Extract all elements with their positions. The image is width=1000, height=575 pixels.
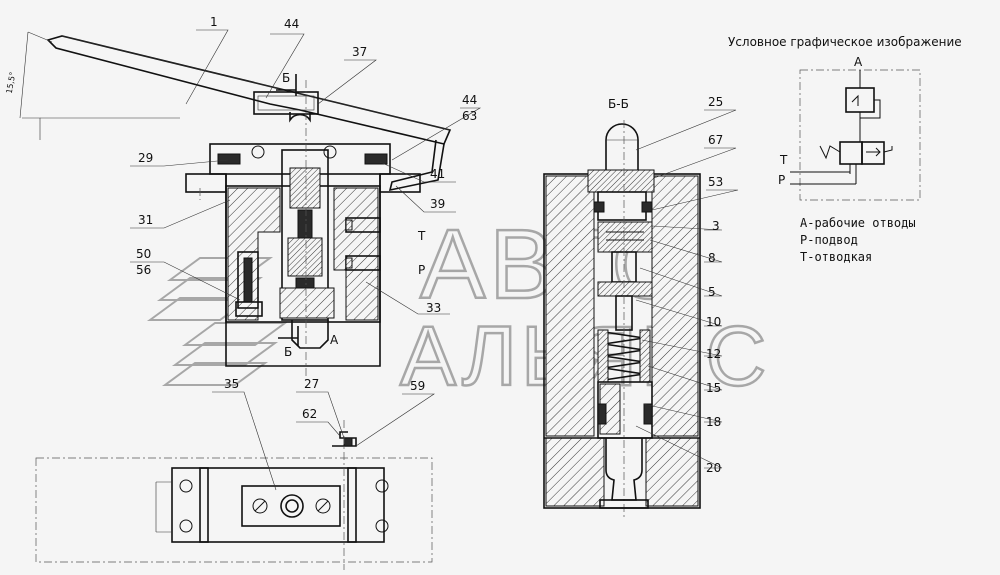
callout-59: 59 (410, 379, 425, 393)
callout-44-right: 44 (462, 93, 477, 107)
callout-44-top: 44 (284, 17, 299, 31)
callout-8: 8 (708, 251, 716, 265)
schematic-title: Условное графическое изображение (728, 35, 962, 49)
pedal-end (388, 139, 445, 192)
callout-3: 3 (712, 219, 720, 233)
port-label-a: А (330, 333, 339, 347)
callout-15: 15 (706, 381, 721, 395)
callout-10: 10 (706, 315, 721, 329)
plan-view (35, 420, 433, 570)
schematic-relief-valve (845, 87, 875, 113)
port-label-p: Р (418, 263, 425, 277)
section-mark-top: Б (282, 71, 290, 85)
callout-12: 12 (706, 347, 721, 361)
schematic-port-t: Т (779, 153, 788, 167)
callout-35: 35 (224, 377, 239, 391)
port-label-t: Т (417, 229, 426, 243)
legend-item-a: А-рабочие отводы (800, 216, 916, 230)
hydraulic-schematic: Условное графическое изображение А Т Р (728, 35, 962, 201)
schematic-spool-b (839, 141, 863, 165)
callout-39: 39 (430, 197, 445, 211)
callout-25: 25 (708, 95, 723, 109)
callout-62: 62 (302, 407, 317, 421)
callout-63: 63 (462, 109, 477, 123)
callout-56: 56 (136, 263, 151, 277)
schematic-spool-a (861, 141, 885, 165)
callout-29: 29 (138, 151, 153, 165)
callout-50: 50 (136, 247, 151, 261)
callout-31: 31 (138, 213, 153, 227)
valve-plate (171, 467, 385, 543)
schematic-port-a: А (854, 55, 863, 69)
legend: А-рабочие отводы Р-подвод Т-отводкая (800, 216, 916, 264)
section-mark-bottom: Б (284, 345, 292, 359)
callout-18: 18 (706, 415, 721, 429)
legend-item-t: Т-отводкая (800, 250, 872, 264)
callout-37: 37 (352, 45, 367, 59)
callout-41: 41 (430, 167, 445, 181)
callout-20: 20 (706, 461, 721, 475)
callout-53: 53 (708, 175, 723, 189)
section-title: Б-Б (608, 97, 629, 111)
callouts-right: 25 67 53 3 8 5 10 12 15 18 20 (635, 95, 739, 475)
callouts-left: 1 44 37 44 63 29 41 39 31 50 56 33 35 (130, 15, 482, 491)
callout-67: 67 (708, 133, 723, 147)
legend-item-p: Р-подвод (800, 233, 858, 247)
pedal-roller (253, 91, 319, 115)
callout-27: 27 (304, 377, 319, 391)
pedal-lever (46, 35, 452, 145)
callout-1: 1 (210, 15, 218, 29)
schematic-port-p: Р (778, 173, 785, 187)
callout-5: 5 (708, 285, 716, 299)
left-assembly: 15,5° (5, 31, 452, 380)
callout-33: 33 (426, 301, 441, 315)
section-bb: Б-Б (543, 97, 701, 520)
spool-bore (281, 149, 329, 321)
angle-label: 15,5° (5, 71, 18, 94)
